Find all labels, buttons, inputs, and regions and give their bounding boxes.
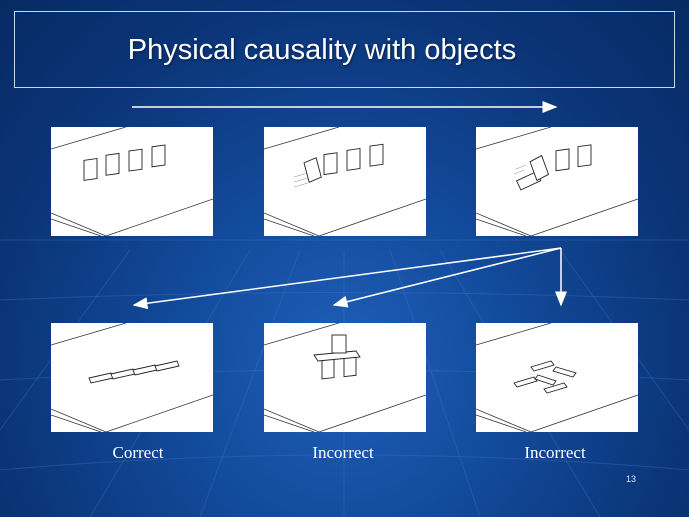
panel-outcome-incorrect-stack (264, 323, 426, 432)
panel-first-domino-tipping (264, 127, 426, 236)
panel-domino-falling (476, 127, 638, 236)
panel-dominoes-standing (51, 127, 213, 236)
caption-correct: Correct (112, 443, 164, 462)
caption-incorrect-1: Incorrect (312, 443, 374, 462)
title-box: Physical causality with objects (14, 11, 675, 88)
panel-outcome-incorrect-scatter (476, 323, 638, 432)
caption-incorrect-2: Incorrect (524, 443, 586, 462)
panel-outcome-correct (51, 323, 213, 432)
slide-title: Physical causality with objects (127, 34, 517, 66)
slide-number: 13 (626, 474, 637, 484)
